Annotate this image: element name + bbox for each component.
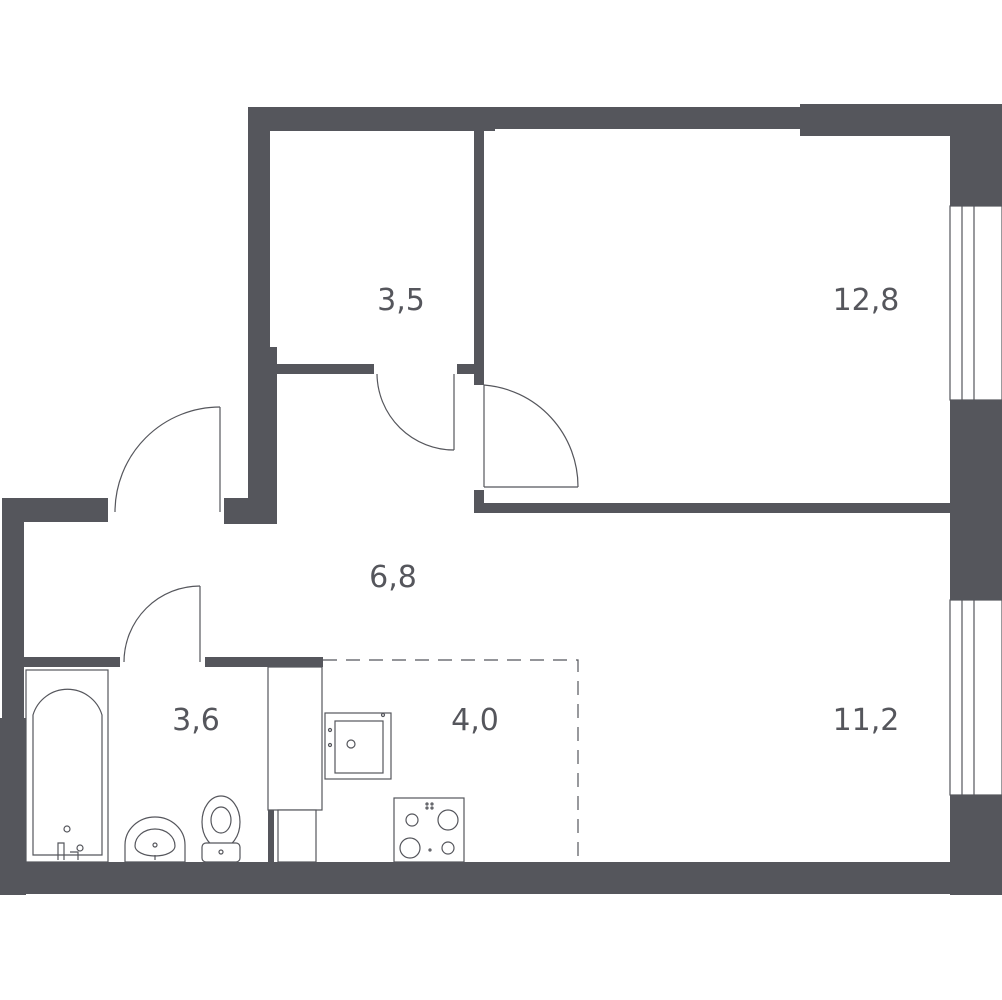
room-area-storage: 3,5 xyxy=(377,283,425,318)
room-area-bathroom: 3,6 xyxy=(172,703,220,738)
wall-storage-bottom xyxy=(277,364,374,374)
window-living xyxy=(949,599,1002,796)
kitchen-sink-icon xyxy=(324,712,392,780)
room-area-kitchen: 4,0 xyxy=(451,703,499,738)
wall-top-bedroom xyxy=(495,107,800,129)
stove-icon xyxy=(393,797,465,863)
doors xyxy=(114,373,579,663)
wall-bath-top-right xyxy=(205,657,323,667)
wall-bottom xyxy=(2,862,1002,894)
door-entrance xyxy=(114,406,221,513)
wall-storage-bedroom xyxy=(474,107,484,385)
room-area-bedroom: 12,8 xyxy=(833,283,900,318)
door-storage xyxy=(376,373,455,451)
door-bedroom xyxy=(483,384,579,488)
door-bathroom xyxy=(123,585,201,663)
wall-storage-bottom-stub xyxy=(457,364,474,374)
toilet-icon xyxy=(201,795,241,863)
washbasin-icon xyxy=(124,816,186,863)
wall-bedroom-bottom xyxy=(474,503,950,513)
walls xyxy=(0,104,1002,895)
wall-right-1 xyxy=(950,104,1002,206)
wall-top-storage xyxy=(248,107,495,131)
kitchen-zone xyxy=(323,659,579,862)
wall-left-top xyxy=(2,498,108,522)
wall-hall-stub xyxy=(224,498,252,524)
wall-left-upper xyxy=(2,498,24,718)
wall-left-lower xyxy=(0,718,26,895)
kitchen-cabinet xyxy=(267,666,323,863)
wall-bedroom-stub xyxy=(474,490,484,513)
room-area-living-room: 11,2 xyxy=(833,703,900,738)
bathtub-icon xyxy=(25,669,109,863)
wall-hall-pillar xyxy=(248,347,277,524)
window-bedroom xyxy=(949,205,1002,401)
wall-right-2 xyxy=(950,400,1002,600)
windows xyxy=(949,205,1002,796)
wall-bath-top-left xyxy=(24,657,120,667)
wall-storage-left xyxy=(248,107,270,347)
room-area-hallway: 6,8 xyxy=(369,560,417,595)
room-labels: 3,5 12,8 6,8 3,6 4,0 11,2 xyxy=(172,283,899,738)
